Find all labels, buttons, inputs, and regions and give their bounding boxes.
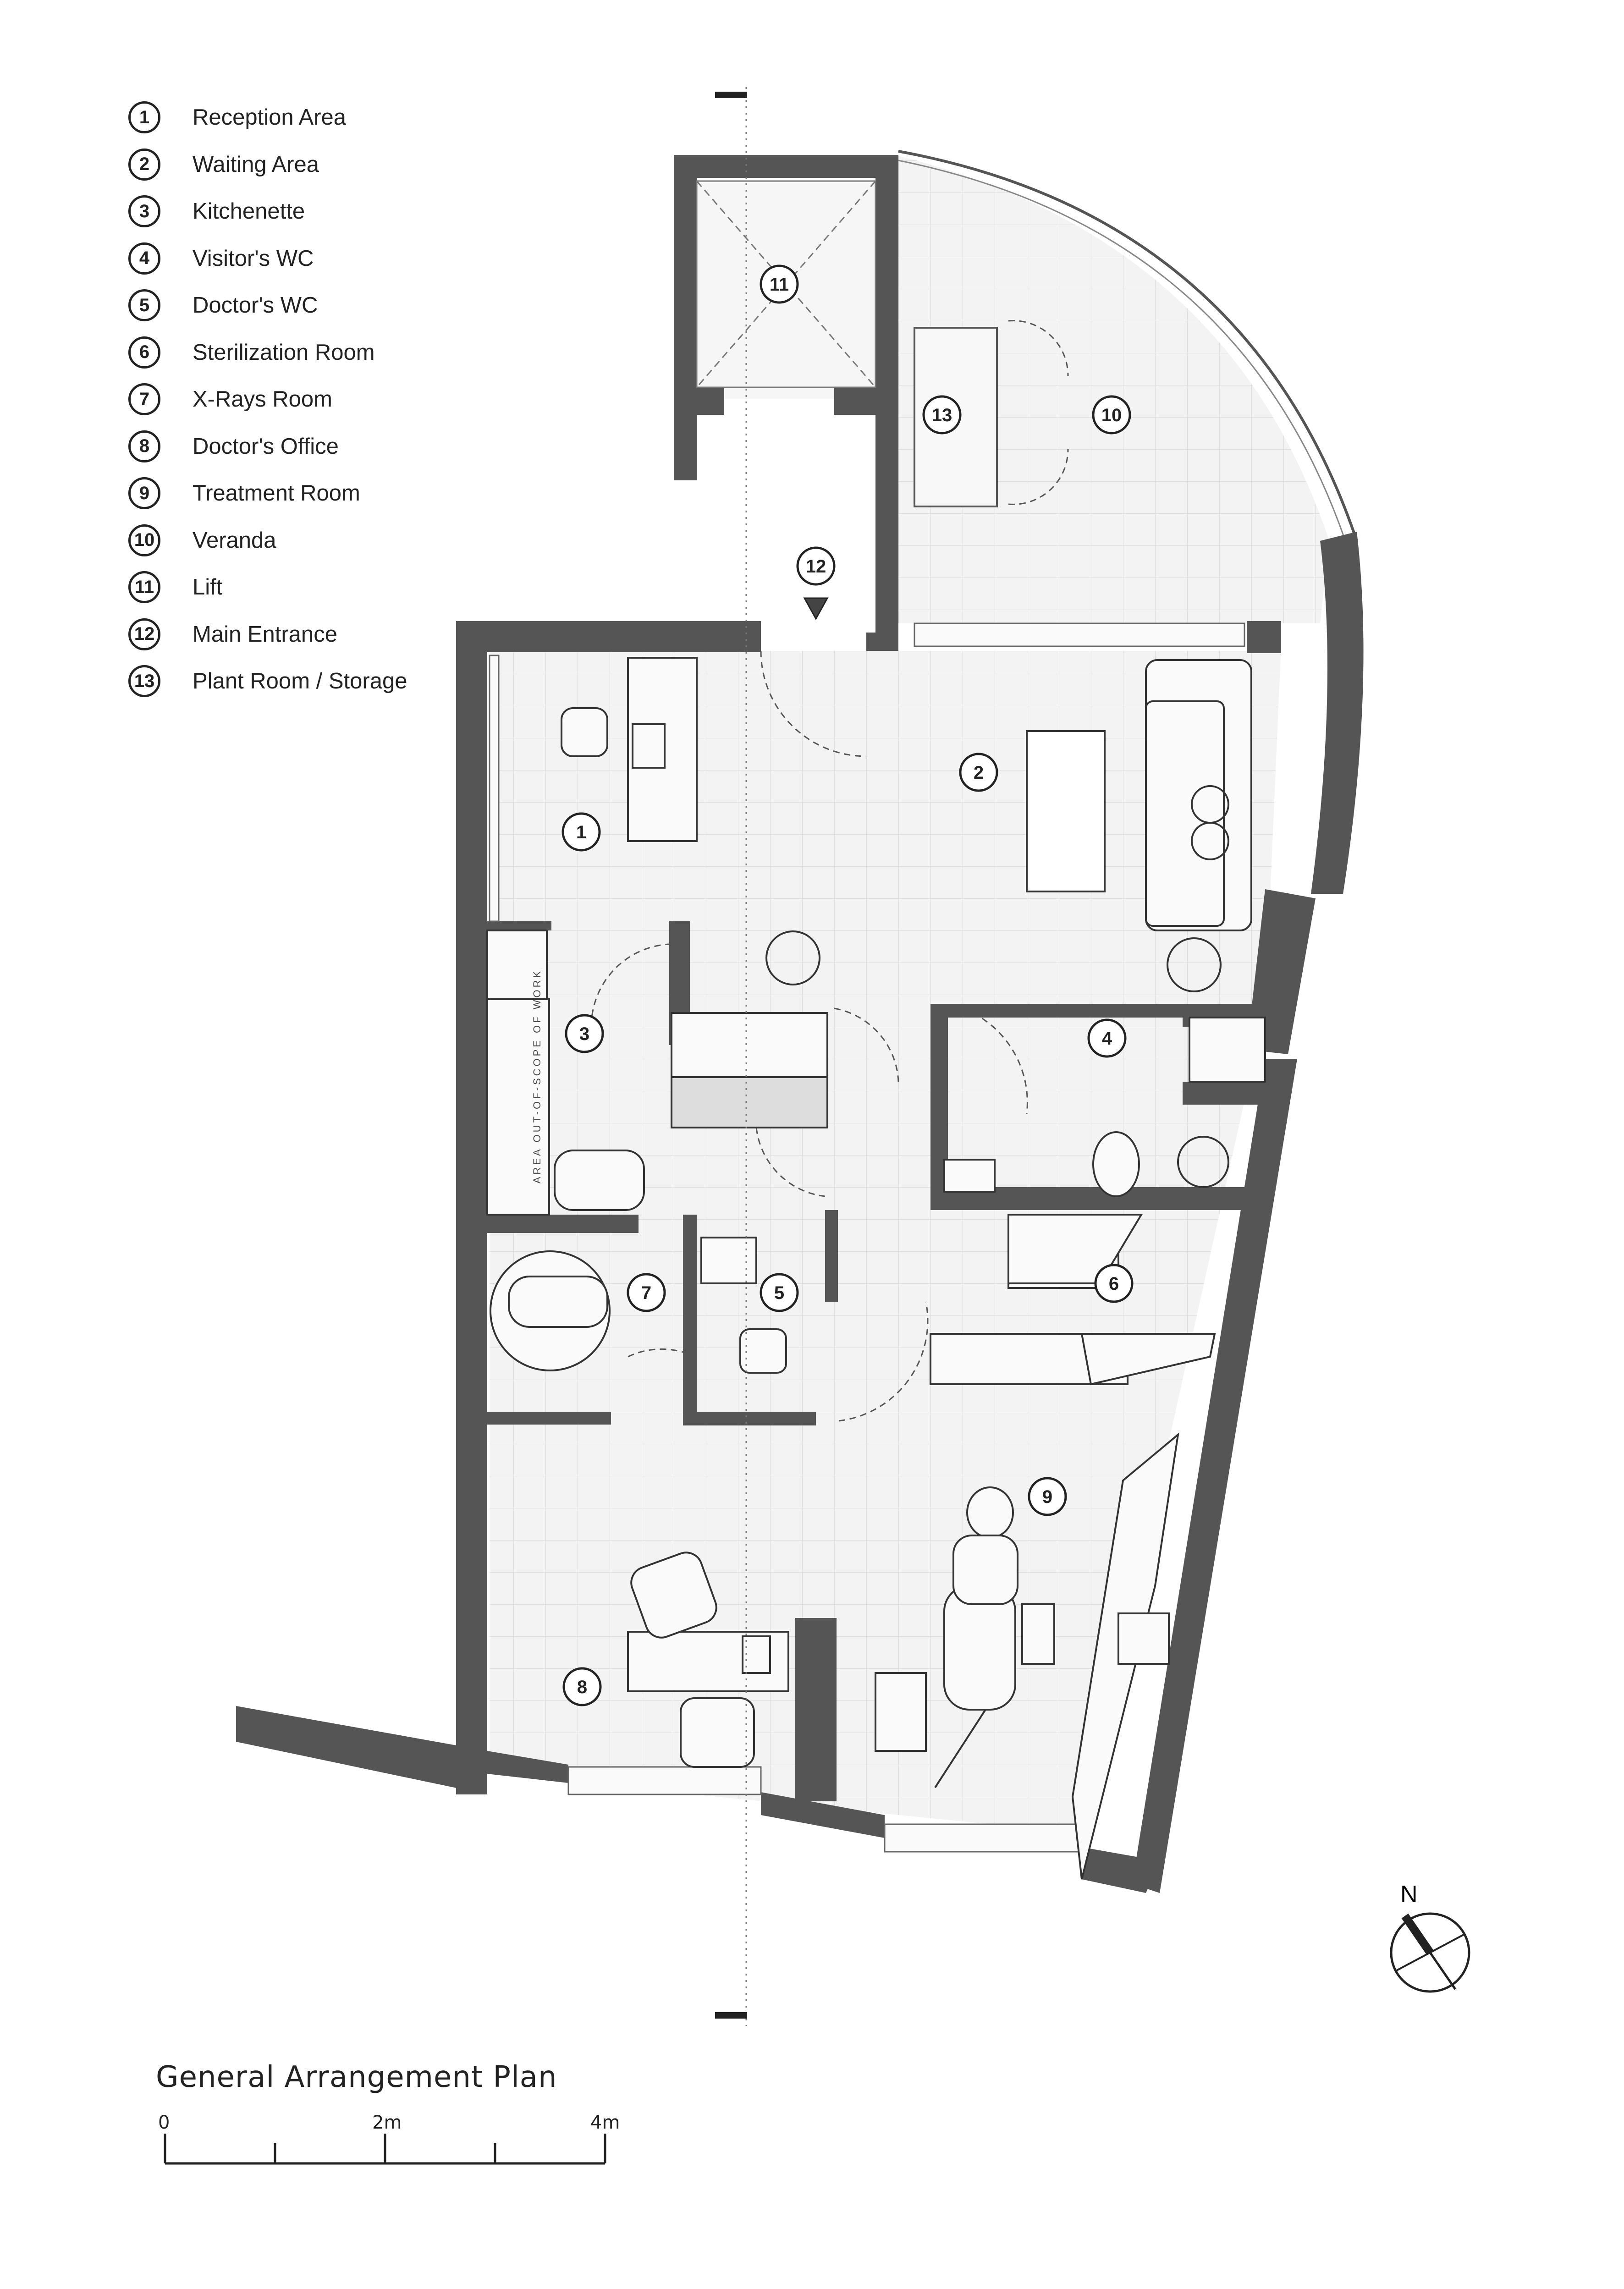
room-marker-circle xyxy=(760,1273,799,1312)
section-marker-bottom xyxy=(715,2012,747,2019)
north-label: N xyxy=(1400,1881,1418,1908)
legend-item: 4 Visitor's WC xyxy=(128,235,407,282)
legend-number: 4 xyxy=(128,242,160,275)
scale-bar xyxy=(164,2134,606,2165)
room-marker-circle xyxy=(760,264,799,304)
room-marker-number: 2 xyxy=(974,763,984,783)
scale-label-end: 4m xyxy=(590,2112,620,2133)
legend-number: 13 xyxy=(128,665,160,698)
legend-item: 10 Veranda xyxy=(128,517,407,564)
legend-label: Doctor's Office xyxy=(193,434,339,459)
legend: 1 Reception Area 2 Waiting Area 3 Kitchenette… xyxy=(128,94,407,705)
legend-item: 2 Waiting Area xyxy=(128,141,407,188)
room-marker-number: 7 xyxy=(641,1283,651,1303)
legend-label: Treatment Room xyxy=(193,481,360,506)
room-marker-number: 1 xyxy=(576,822,586,842)
legend-item: 6 Sterilization Room xyxy=(128,329,407,376)
legend-item: 8 Doctor's Office xyxy=(128,423,407,470)
legend-item: 13 Plant Room / Storage xyxy=(128,658,407,705)
scale-label-start: 0 xyxy=(158,2112,170,2133)
room-marker-circle xyxy=(562,812,601,852)
legend-number: 2 xyxy=(128,148,160,181)
veranda-edge xyxy=(898,150,1358,541)
legend-item: 12 Main Entrance xyxy=(128,611,407,658)
legend-number: 3 xyxy=(128,195,160,228)
legend-number: 11 xyxy=(128,571,160,604)
room-marker-circle xyxy=(562,1667,602,1706)
room-marker-number: 13 xyxy=(932,405,952,425)
legend-label: Sterilization Room xyxy=(193,340,375,365)
room-marker-circle xyxy=(922,395,962,435)
out-of-scope-note: AREA OUT-OF-SCOPE OF WORK xyxy=(531,968,543,1184)
legend-item: 1 Reception Area xyxy=(128,94,407,141)
room-marker-circle xyxy=(565,1014,604,1053)
room-marker-circle xyxy=(959,753,998,792)
room-marker-number: 6 xyxy=(1109,1274,1119,1294)
room-marker-circle xyxy=(1092,395,1131,435)
room-marker-circle xyxy=(627,1273,666,1312)
legend-item: 5 Doctor's WC xyxy=(128,282,407,329)
legend-number: 7 xyxy=(128,383,160,416)
legend-number: 8 xyxy=(128,430,160,462)
legend-number: 10 xyxy=(128,524,160,556)
legend-item: 3 Kitchenette xyxy=(128,188,407,235)
room-marker-circle xyxy=(796,546,836,586)
room-marker-circle xyxy=(1028,1477,1067,1516)
legend-label: Kitchenette xyxy=(193,199,305,224)
legend-label: X-Rays Room xyxy=(193,387,332,412)
furniture xyxy=(486,657,1266,1880)
legend-item: 7 X-Rays Room xyxy=(128,376,407,423)
room-marker-number: 10 xyxy=(1101,405,1122,425)
scale-label-mid: 2m xyxy=(372,2112,402,2133)
legend-number: 9 xyxy=(128,477,160,510)
legend-label: Waiting Area xyxy=(193,152,319,177)
plan-title: General Arrangement Plan xyxy=(156,2060,557,2094)
legend-label: Main Entrance xyxy=(193,622,337,647)
legend-item: 9 Treatment Room xyxy=(128,470,407,517)
legend-number: 5 xyxy=(128,289,160,322)
room-marker-number: 9 xyxy=(1042,1487,1052,1507)
legend-label: Veranda xyxy=(193,528,276,553)
room-marker-number: 8 xyxy=(577,1677,587,1697)
legend-label: Lift xyxy=(193,575,223,600)
room-marker-number: 12 xyxy=(806,556,826,577)
room-marker-circle xyxy=(1087,1018,1127,1058)
windows xyxy=(489,622,1245,1853)
legend-label: Visitor's WC xyxy=(193,246,314,271)
legend-number: 12 xyxy=(128,618,160,650)
legend-number: 1 xyxy=(128,101,160,134)
entrance-arrow xyxy=(803,597,829,621)
walls xyxy=(236,155,1364,1893)
legend-item: 11 Lift xyxy=(128,564,407,611)
legend-label: Reception Area xyxy=(193,105,347,130)
doors xyxy=(590,320,1069,1422)
section-marker-top xyxy=(715,92,747,98)
legend-label: Doctor's WC xyxy=(193,293,318,318)
room-marker-number: 3 xyxy=(579,1024,589,1044)
room-marker-number: 11 xyxy=(770,275,789,295)
legend-number: 6 xyxy=(128,336,160,369)
legend-label: Plant Room / Storage xyxy=(193,669,407,694)
room-marker-number: 4 xyxy=(1102,1029,1112,1049)
plants xyxy=(765,785,1229,1188)
room-marker-circle xyxy=(1094,1264,1134,1303)
room-marker-number: 5 xyxy=(774,1283,784,1303)
north-arrow: N xyxy=(1390,1881,1470,1993)
